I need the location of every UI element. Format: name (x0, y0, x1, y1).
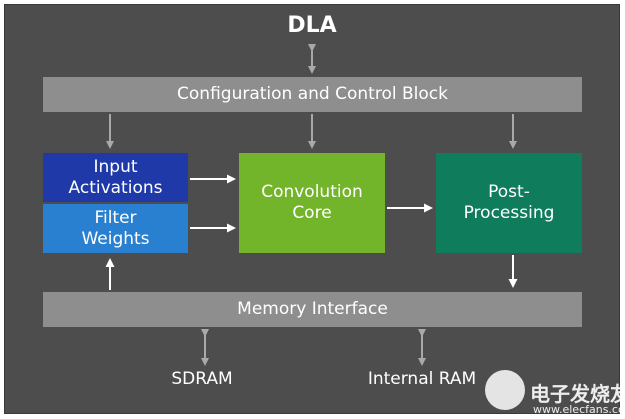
internal-ram-label: Internal RAM (367, 369, 477, 389)
configuration-control-block: Configuration and Control Block (43, 77, 582, 112)
watermark-url: www.elecfans.com (533, 403, 625, 416)
convolution-core-block: Convolution Core (239, 153, 385, 253)
input-activations-block: Input Activations (43, 153, 188, 202)
diagram-title: DLA (287, 13, 337, 38)
sdram-label: SDRAM (171, 369, 233, 389)
watermark-logo-icon (485, 370, 525, 410)
watermark-name: 电子发烧友 (530, 382, 625, 406)
post-processing-block: Post- Processing (436, 153, 582, 253)
filter-weights-block: Filter Weights (43, 204, 188, 253)
memory-interface-block: Memory Interface (43, 292, 582, 327)
